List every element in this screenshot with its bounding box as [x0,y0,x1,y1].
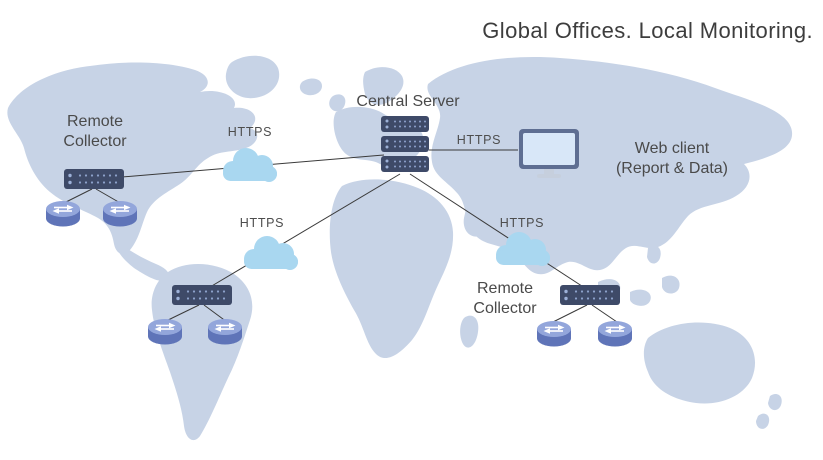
cloud-icon [490,230,554,270]
remote-collector-right-label: Remote Collector [473,280,537,317]
continent-africa [329,179,479,359]
continent-australia [643,322,782,429]
router-icon [536,320,572,348]
router-icon [147,318,183,346]
remote-collector-left-icon [64,169,124,189]
central-server-label: Central Server [356,93,460,110]
central-server-icon [381,116,429,172]
remote-collector-right-icon [560,285,620,305]
server-unit [381,116,429,132]
cloud-icon [217,146,281,186]
web-client-label: Web client (Report & Data) [615,140,729,177]
router-icon [207,318,243,346]
cloud-icon [238,234,302,274]
web-client-icon [517,127,581,179]
remote-collector-left-label: Remote Collector [63,113,127,150]
https-label-mid: HTTPS [239,216,285,230]
https-label-right: HTTPS [499,216,545,230]
https-label-left: HTTPS [227,125,273,139]
router-icon [597,320,633,348]
router-icon [45,200,81,228]
server-unit [381,136,429,152]
collector-south-america-icon [172,285,232,305]
https-label-server-webclient: HTTPS [456,133,502,147]
router-icon [102,200,138,228]
diagram-title: Global Offices. Local Monitoring. [482,18,813,43]
server-unit [381,156,429,172]
